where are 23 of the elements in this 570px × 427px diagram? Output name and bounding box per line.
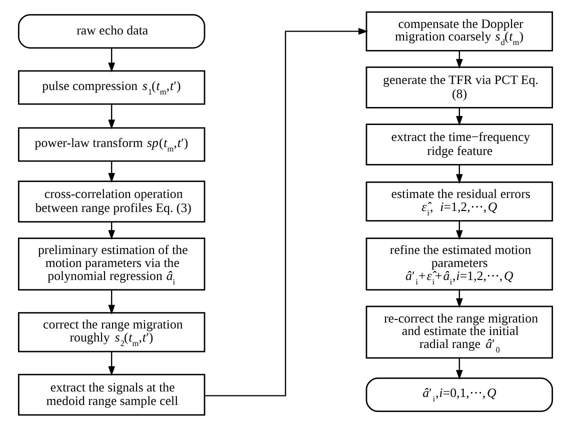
node-box: compensate the Doppler migration coarsely s$_{d}$(t$_{m}$) bbox=[365, 11, 553, 52]
node-box: raw echo data bbox=[18, 14, 205, 49]
node-box: extract the signals at the medoid range sample cell bbox=[18, 374, 205, 416]
node-box: re-correct the range migration and estimate the initial radial range â′$_{0}$ bbox=[365, 306, 553, 359]
node-box: preliminary estimation of the motion parameters via the polynomial regression â$_{i}$ bbox=[18, 238, 205, 291]
arrow bbox=[108, 352, 115, 376]
node-box: pulse compression s$_{1}$(t$_{m}$,t′) bbox=[18, 70, 205, 105]
arrow bbox=[455, 221, 462, 240]
node-box: cross-correlation operation between range profiles Eq. (3) bbox=[18, 180, 205, 222]
arrow bbox=[455, 164, 462, 184]
node-box: correct the range migration roughly s$_{2}$(t$_{m}$,t′) bbox=[18, 312, 205, 352]
node-box: power-law transform sp(t$_{m}$,t′) bbox=[18, 127, 205, 162]
node-box: refine the estimated motion parameters â′$_{i}$+ε̂$_{i}$+â$_{i}$,i=1,2,⋯,Q bbox=[365, 238, 553, 291]
node-box: generate the TFR via PCT Eq. (8) bbox=[365, 66, 553, 108]
node-box: â′$_{i}$,i=0,1,⋯,Q bbox=[365, 378, 553, 412]
arrow bbox=[204, 28, 368, 396]
node-box: extract the time−frequency ridge feature bbox=[365, 124, 553, 166]
arrow bbox=[108, 290, 115, 315]
arrow bbox=[108, 161, 115, 183]
arrow bbox=[455, 358, 462, 380]
arrow bbox=[108, 48, 115, 72]
node-box: estimate the residual errors ε̂$_{i}$, i=1,2,⋯,Q bbox=[365, 182, 553, 222]
arrow bbox=[108, 104, 115, 130]
